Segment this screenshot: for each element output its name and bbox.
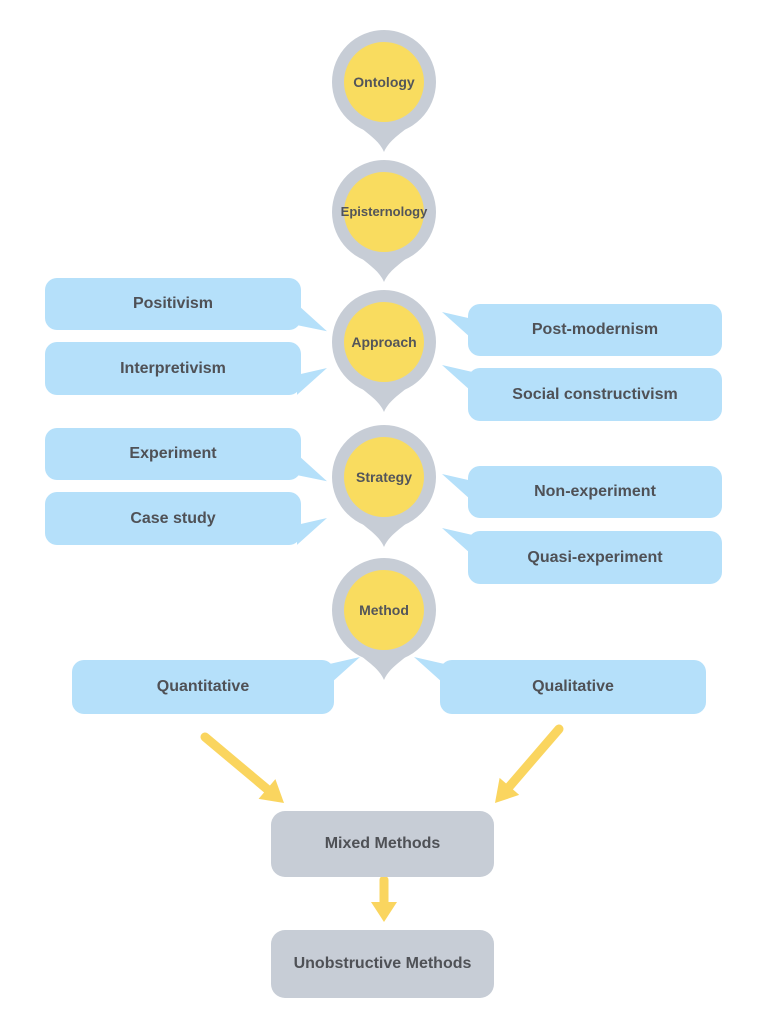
bubble-qualitative: Qualitative xyxy=(414,657,706,714)
bubble-tail xyxy=(297,304,327,332)
bubble-tail xyxy=(442,365,472,392)
pin-method: Method xyxy=(329,558,439,680)
bubble-social-constructivism: Social constructivism xyxy=(442,365,722,421)
bubble-interpretivism: Interpretivism xyxy=(45,342,327,395)
bubble-tail xyxy=(297,518,327,545)
bubble-quasi-experiment-label: Quasi-experiment xyxy=(527,548,663,566)
bubble-interpretivism-label: Interpretivism xyxy=(120,359,226,377)
bubble-post-modernism-label: Post-modernism xyxy=(531,321,659,338)
bubble-experiment: Experiment xyxy=(45,428,327,482)
map-pin-icon xyxy=(332,160,436,282)
pin-strategy-label: Strategy xyxy=(355,468,413,485)
bubble-qualitative-label: Qualitative xyxy=(532,678,614,695)
pin-approach-label: Approach xyxy=(351,333,417,350)
box-unobstructive-methods-label: Unobstructive Methods xyxy=(293,955,472,972)
pin-episternology-label: Episternology xyxy=(340,204,428,220)
bubble-quantitative-label: Quantitative xyxy=(156,678,250,695)
arrow-quantitative-to-mixed xyxy=(200,732,284,803)
box-mixed-methods-label: Mixed Methods xyxy=(324,835,441,852)
bubble-tail xyxy=(442,474,472,501)
box-unobstructive-methods: Unobstructive Methods xyxy=(271,930,494,998)
pin-method-label: Method xyxy=(359,601,409,618)
bubble-non-experiment-label: Non-experiment xyxy=(534,483,656,500)
map-pin-icon xyxy=(332,425,436,547)
bubble-tail xyxy=(297,454,327,482)
map-pin-icon xyxy=(332,558,436,680)
arrow-qualitative-to-mixed xyxy=(495,724,564,803)
bubble-quantitative: Quantitative xyxy=(72,657,360,714)
bubble-tail xyxy=(297,368,327,395)
bubble-positivism-label: Positivism xyxy=(132,295,214,312)
bubble-case-study-label: Case study xyxy=(130,509,216,527)
bubble-social-constructivism-label: Social constructivism xyxy=(512,385,678,403)
bubble-tail xyxy=(442,312,472,339)
bubble-post-modernism: Post-modernism xyxy=(442,304,722,356)
bubble-positivism: Positivism xyxy=(45,278,327,332)
bubble-experiment-label: Experiment xyxy=(129,445,217,462)
pin-ontology: Ontology xyxy=(329,30,439,152)
bubble-tail xyxy=(442,528,472,555)
pin-strategy: Strategy xyxy=(329,425,439,547)
bubble-quasi-experiment: Quasi-experiment xyxy=(442,528,722,584)
box-mixed-methods: Mixed Methods xyxy=(271,811,494,877)
arrow-mixed-to-unobstructive xyxy=(371,875,397,922)
pin-episternology: Episternology xyxy=(329,160,439,282)
bubble-non-experiment: Non-experiment xyxy=(442,466,722,518)
pin-approach: Approach xyxy=(329,290,439,412)
bubble-case-study: Case study xyxy=(45,492,327,545)
map-pin-icon xyxy=(332,30,436,152)
pin-ontology-label: Ontology xyxy=(353,73,415,90)
map-pin-icon xyxy=(332,290,436,412)
